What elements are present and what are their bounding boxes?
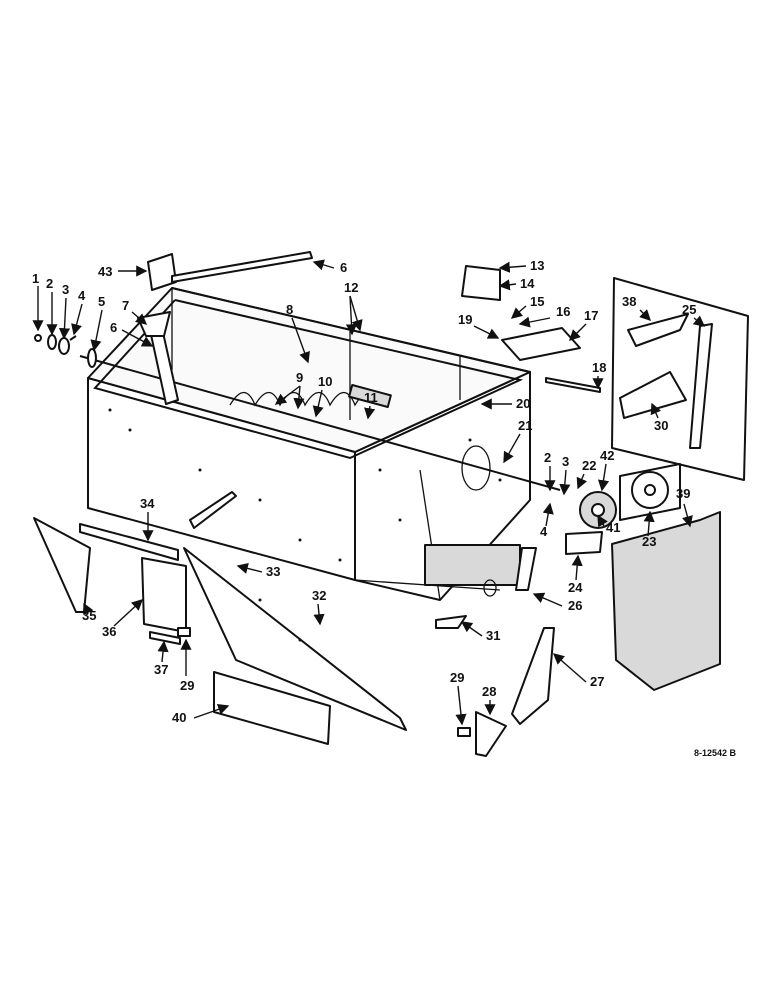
callout-6-top: 6 (340, 260, 347, 275)
left-hardware (34, 334, 97, 368)
callout-35: 35 (82, 608, 96, 623)
panel-32 (183, 547, 407, 731)
callout-15: 15 (530, 294, 544, 309)
callout-5: 5 (98, 294, 105, 309)
callout-42: 42 (600, 448, 614, 463)
callout-12: 12 (344, 280, 358, 295)
callout-7: 7 (122, 298, 129, 313)
callout-4: 4 (78, 288, 86, 303)
hopper-base-strip (424, 544, 521, 586)
callout-29-left: 29 (180, 678, 194, 693)
support-28 (475, 711, 507, 757)
callout-39: 39 (676, 486, 690, 501)
callout-16: 16 (556, 304, 570, 319)
callout-8: 8 (286, 302, 293, 317)
auger (79, 311, 561, 491)
drawing-reference-code: 8-12542 B (694, 748, 737, 758)
callout-18: 18 (592, 360, 606, 375)
panel-40 (213, 671, 331, 745)
part-13-14-plate (461, 265, 501, 301)
inset-panel (611, 277, 749, 481)
part-17-plate (501, 327, 581, 361)
callout-22: 22 (582, 458, 596, 473)
clip-29 (177, 627, 191, 637)
callout-11: 11 (364, 390, 378, 405)
hopper-body (87, 287, 531, 601)
callout-21: 21 (518, 418, 532, 433)
callout-3: 3 (62, 282, 69, 297)
rivets (108, 408, 502, 642)
callout-1: 1 (32, 271, 39, 286)
callout-28: 28 (482, 684, 496, 699)
callout-38: 38 (622, 294, 636, 309)
callout-13: 13 (530, 258, 544, 273)
callout-4-right: 4 (540, 524, 548, 539)
callout-34: 34 (140, 496, 155, 511)
callout-29-right: 29 (450, 670, 464, 685)
callout-31: 31 (486, 628, 500, 643)
callout-30: 30 (654, 418, 668, 433)
callout-26: 26 (568, 598, 582, 613)
callout-37: 37 (154, 662, 168, 677)
clip-29b (457, 727, 471, 737)
part-24 (565, 531, 603, 555)
callout-20: 20 (516, 396, 530, 411)
part-18-strip (545, 377, 601, 393)
callout-24: 24 (568, 580, 583, 595)
plate-31 (435, 615, 467, 629)
part-25 (689, 323, 713, 449)
callout-19: 19 (458, 312, 472, 327)
part-6-top-bar (171, 251, 313, 283)
callout-23: 23 (642, 534, 656, 549)
callout-2: 2 (46, 276, 53, 291)
bar-34 (79, 523, 179, 561)
callout-32: 32 (312, 588, 326, 603)
callout-17: 17 (584, 308, 598, 323)
strip-37 (149, 631, 181, 645)
part-38 (627, 313, 689, 347)
callout-43: 43 (98, 264, 112, 279)
callout-9: 9 (296, 370, 303, 385)
callout-36: 36 (102, 624, 116, 639)
callout-27: 27 (590, 674, 604, 689)
part-43 (147, 253, 177, 291)
hopper-rim (171, 287, 531, 373)
callout-41: 41 (606, 520, 620, 535)
callout-14: 14 (520, 276, 535, 291)
callout-2-right: 2 (544, 450, 551, 465)
panel-36 (141, 557, 187, 633)
callout-40: 40 (172, 710, 186, 725)
cover-39 (611, 511, 721, 691)
callout-3-right: 3 (562, 454, 569, 469)
support-27 (511, 627, 555, 725)
part-26 (515, 547, 537, 591)
callout-33: 33 (266, 564, 280, 579)
callout-10: 10 (318, 374, 332, 389)
callout-6-left: 6 (110, 320, 117, 335)
callouts: 1 2 3 4 5 7 6 43 6 12 8 13 14 15 16 17 1… (32, 258, 706, 726)
part-30 (619, 371, 687, 419)
callout-25: 25 (682, 302, 696, 317)
bar-33 (189, 491, 237, 529)
drive-parts (579, 463, 681, 529)
